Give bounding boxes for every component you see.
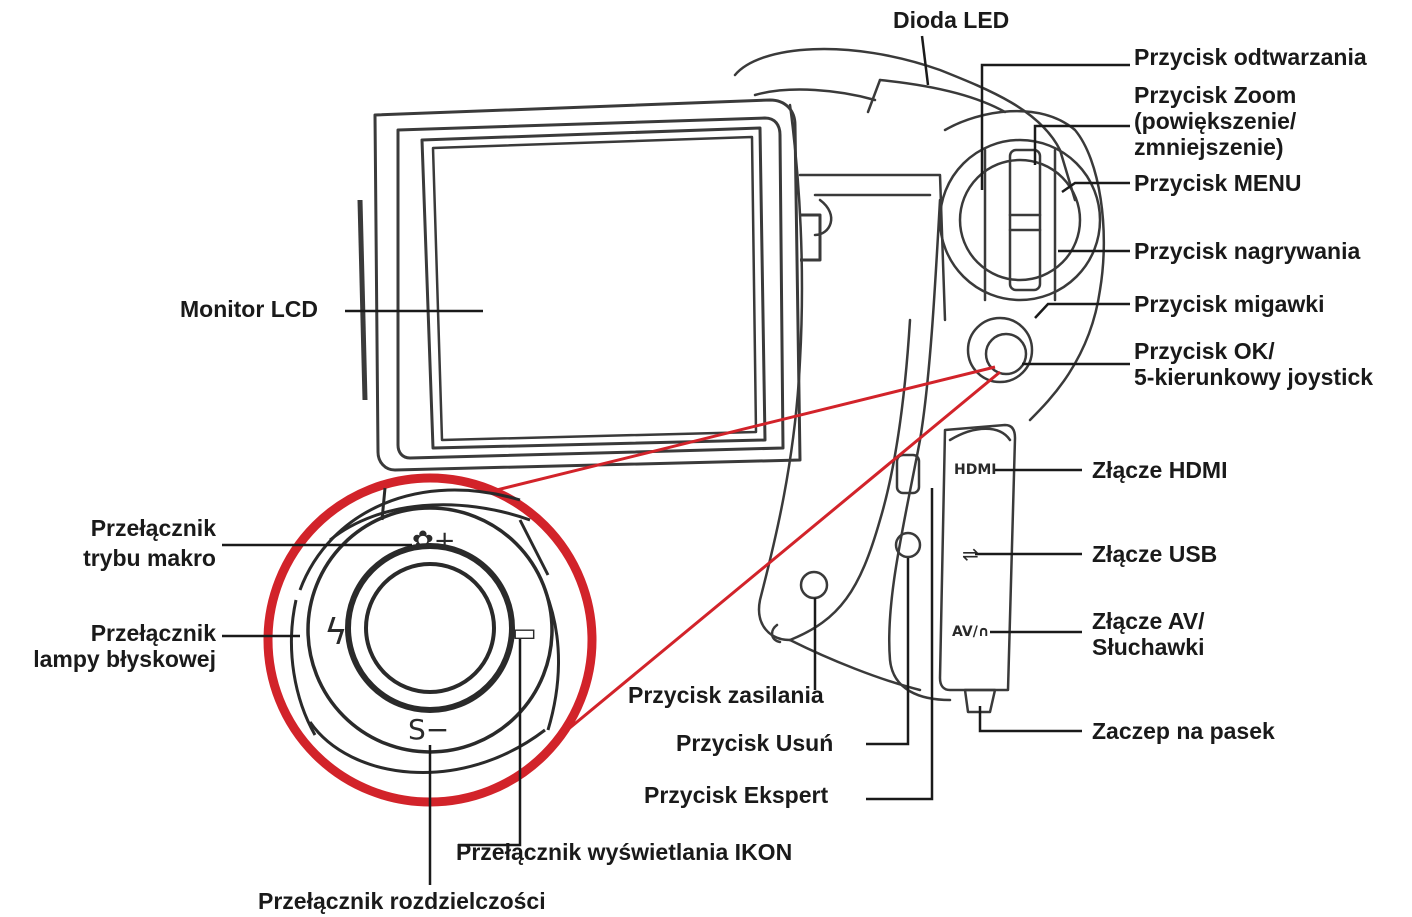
label-przycisk-usun: Przycisk Usuń	[676, 730, 834, 756]
label-przycisk-migawki: Przycisk migawki	[1134, 291, 1325, 317]
label-przycisk-ekspert: Przycisk Ekspert	[644, 782, 829, 808]
macro-switch-mark: ✿+	[412, 526, 456, 556]
label-przycisk-zoom-line2: (powiększenie/	[1134, 108, 1297, 134]
label-zlacze-av-line2: Słuchawki	[1092, 634, 1205, 660]
label-lampa-line2: lampy błyskowej	[33, 646, 216, 672]
label-przycisk-zoom-line1: Przycisk Zoom	[1134, 82, 1297, 108]
label-przycisk-odtwarzania: Przycisk odtwarzania	[1134, 44, 1367, 70]
label-zlacze-av-line1: Złącze AV/	[1092, 608, 1205, 634]
label-zaczep-na-pasek: Zaczep na pasek	[1092, 718, 1275, 744]
label-przelacznik-rozdzielczosci: Przełącznik rozdzielczości	[258, 888, 546, 914]
label-przelacznik-ikon: Przełącznik wyświetlania IKON	[456, 839, 793, 865]
label-dioda-led: Dioda LED	[893, 7, 1010, 33]
label-lampa-line1: Przełącznik	[90, 620, 216, 646]
hdmi-port-mark: HDMI	[954, 462, 997, 478]
lcd-monitor	[357, 98, 822, 472]
label-przycisk-nagrywania: Przycisk nagrywania	[1134, 238, 1361, 264]
label-zlacze-hdmi: Złącze HDMI	[1092, 457, 1228, 483]
flash-switch-mark: ϟ	[324, 612, 348, 653]
label-przycisk-ok-line1: Przycisk OK/	[1134, 338, 1275, 364]
resolution-switch-mark: S−	[408, 713, 450, 746]
label-przycisk-zasilania: Przycisk zasilania	[628, 682, 824, 708]
label-monitor-lcd: Monitor LCD	[180, 296, 318, 322]
label-makro-line1: Przełącznik	[90, 515, 216, 541]
label-przycisk-ok-line2: 5-kierunkowy joystick	[1134, 364, 1374, 390]
label-przycisk-menu: Przycisk MENU	[1134, 170, 1302, 196]
usb-port-mark: ⇌	[962, 542, 979, 566]
icon-display-switch-mark: ▭	[512, 618, 537, 648]
leader-lines	[222, 35, 1130, 885]
lens-dial-closeup	[290, 487, 560, 774]
av-port-mark: AV/∩	[952, 624, 990, 640]
label-makro-line2: trybu makro	[83, 545, 216, 571]
label-przycisk-zoom-line3: zmniejszenie)	[1134, 134, 1284, 160]
camcorder-body	[733, 47, 1106, 714]
label-zlacze-usb: Złącze USB	[1092, 541, 1218, 567]
